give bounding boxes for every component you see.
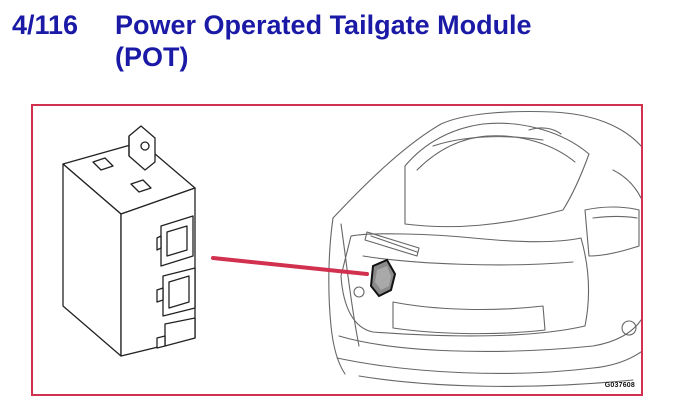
section-number: 4/116 xyxy=(12,10,79,40)
module-location-marker xyxy=(369,258,397,298)
vehicle-rear-tailgate-icon xyxy=(328,110,641,387)
illustration-frame: G037608 xyxy=(31,104,643,396)
illustration xyxy=(62,110,641,387)
control-module-icon xyxy=(62,125,196,357)
figure-code: G037608 xyxy=(604,382,635,389)
page-title: Power Operated Tailgate Module (POT) xyxy=(115,10,532,72)
leader-line xyxy=(211,256,369,276)
